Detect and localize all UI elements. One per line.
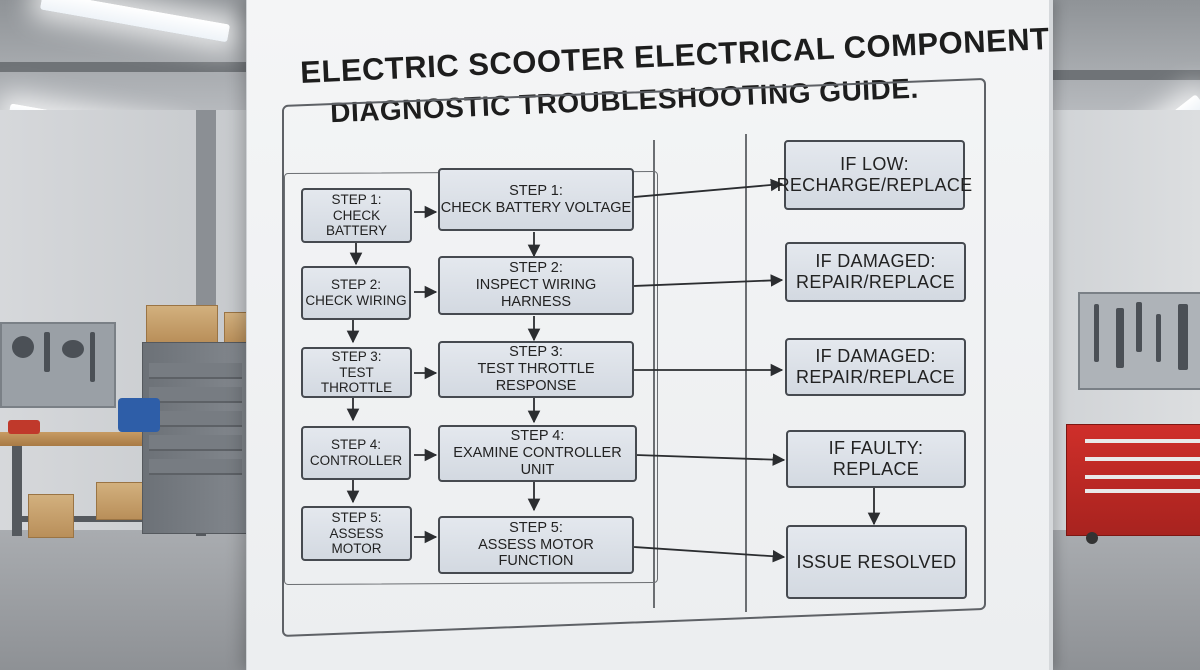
detail-step-5: STEP 5: ASSESS MOTOR FUNCTION — [438, 516, 634, 574]
outcome-label: ISSUE RESOLVED — [796, 551, 957, 572]
outcome-action: REPLACE — [832, 459, 920, 479]
arrow-right — [633, 274, 784, 287]
step-label: CHECK BATTERY VOLTAGE — [440, 199, 632, 216]
step-number: STEP 4: — [330, 437, 382, 453]
red-tool-chest — [1066, 424, 1200, 536]
bench-vise — [118, 398, 160, 432]
cardboard-box — [28, 494, 74, 538]
left-step-1: STEP 1: CHECK BATTERY — [301, 188, 412, 243]
outcome-condition: IF LOW: — [840, 154, 909, 175]
outcome-if-faulty: IF FAULTY: REPLACE — [786, 430, 966, 488]
column-divider — [745, 134, 747, 612]
outcome-action: RECHARGE/REPLACE — [776, 175, 973, 195]
arrow-right — [635, 453, 786, 466]
step-label: TEST THROTTLE RESPONSE — [477, 361, 595, 394]
outcome-wiring-damaged: IF DAMAGED: REPAIR/REPLACE — [785, 242, 966, 302]
ceiling-beam — [0, 62, 250, 72]
outcome-issue-resolved: ISSUE RESOLVED — [786, 525, 967, 599]
step-label: CHECK WIRING — [305, 293, 407, 308]
detail-step-1: STEP 1: CHECK BATTERY VOLTAGE — [438, 168, 634, 231]
outcome-action: REPAIR/REPLACE — [796, 367, 955, 387]
left-step-3: STEP 3: TEST THROTTLE — [301, 347, 412, 398]
step-number: STEP 3: — [509, 344, 563, 361]
left-step-4: STEP 4: CONTROLLER — [301, 426, 411, 480]
arrow-right — [633, 546, 786, 563]
step-number: STEP 5: — [509, 519, 563, 536]
tool-cabinet — [142, 342, 249, 534]
arrow-right — [633, 178, 784, 198]
outcome-action: REPAIR/REPLACE — [796, 272, 955, 292]
outcome-if-low: IF LOW: RECHARGE/REPLACE — [777, 140, 972, 210]
step-number: STEP 2: — [330, 277, 382, 293]
detail-step-4: STEP 4: EXAMINE CONTROLLER UNIT — [438, 425, 637, 482]
column-divider — [653, 140, 655, 608]
step-label: CONTROLLER — [309, 453, 403, 468]
step-number: STEP 1: — [331, 192, 382, 208]
caster-wheel — [1086, 532, 1098, 544]
red-tool — [8, 420, 40, 434]
left-step-5: STEP 5: ASSESS MOTOR — [301, 506, 412, 561]
outcome-condition: IF DAMAGED: — [815, 346, 936, 367]
step-number: STEP 1: — [509, 182, 563, 199]
step-label: EXAMINE CONTROLLER UNIT — [453, 445, 622, 478]
tool-pegboard — [1078, 292, 1200, 390]
step-number: STEP 2: — [509, 260, 563, 277]
outcome-condition: IF DAMAGED: — [815, 251, 936, 272]
left-step-2: STEP 2: CHECK WIRING — [301, 266, 411, 320]
step-number: STEP 4: — [510, 428, 565, 445]
step-label: INSPECT WIRING HARNESS — [475, 277, 597, 310]
step-label: ASSESS MOTOR FUNCTION — [478, 536, 594, 570]
outcome-throttle-damaged: IF DAMAGED: REPAIR/REPLACE — [785, 338, 966, 396]
ceiling-beam — [1040, 70, 1200, 80]
step-number: STEP 3: — [331, 349, 382, 365]
step-label: ASSESS MOTOR — [329, 525, 384, 557]
tool-pegboard — [0, 322, 116, 408]
detail-step-2: STEP 2: INSPECT WIRING HARNESS — [438, 256, 634, 315]
detail-step-3: STEP 3: TEST THROTTLE RESPONSE — [438, 341, 634, 398]
step-number: STEP 5: — [331, 510, 382, 526]
step-label: CHECK BATTERY — [325, 207, 387, 239]
step-label: TEST THROTTLE — [320, 364, 393, 396]
outcome-condition: IF FAULTY: — [828, 438, 924, 459]
